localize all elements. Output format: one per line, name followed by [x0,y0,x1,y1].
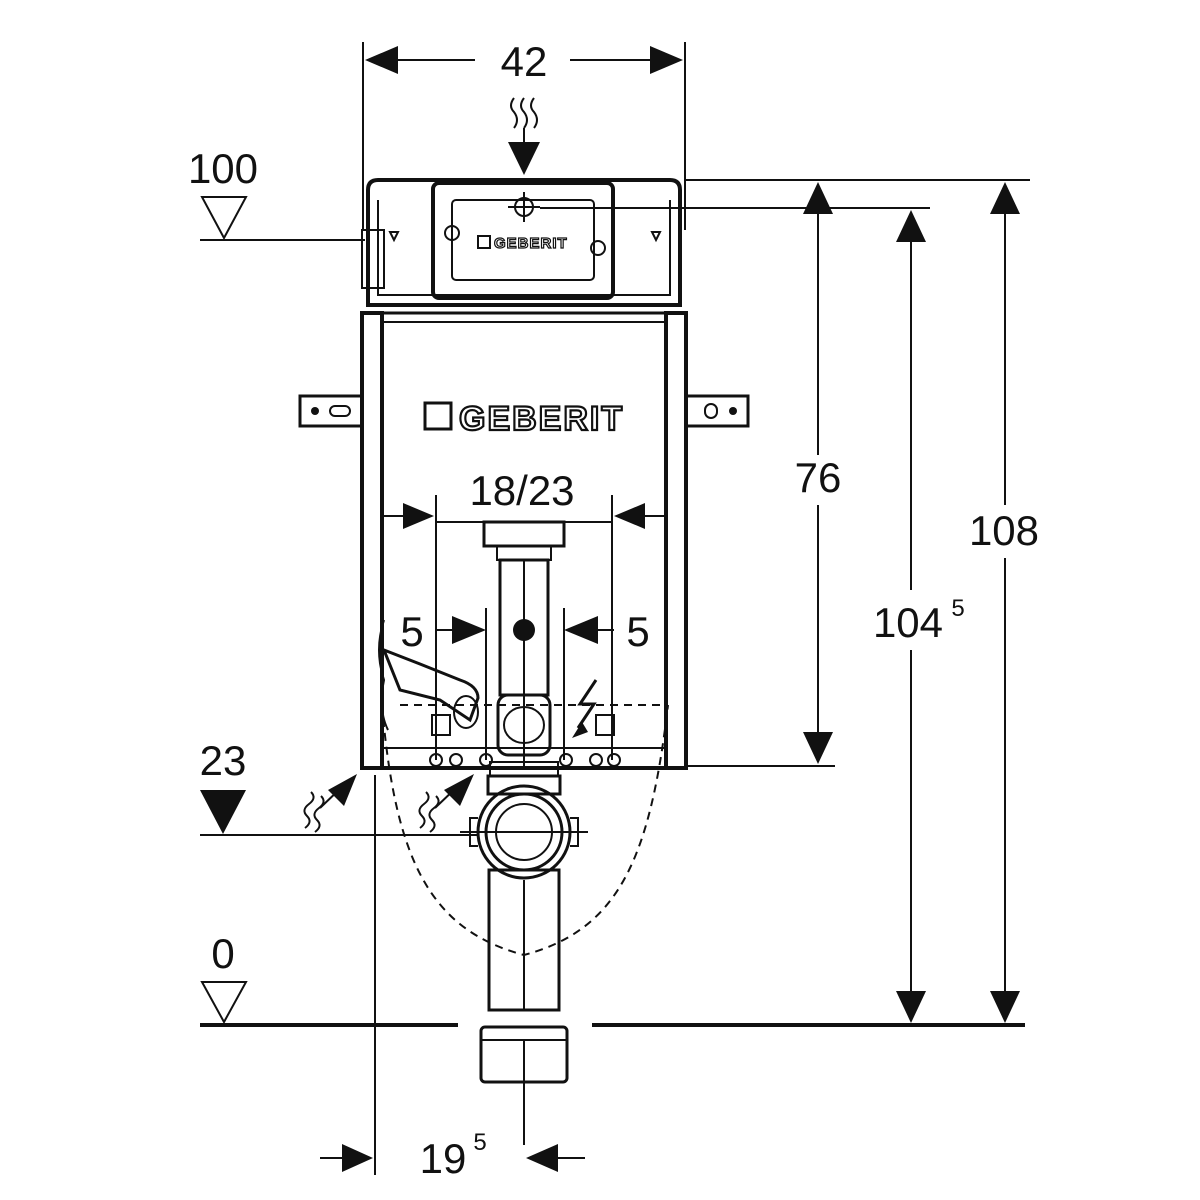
logo-square-small-icon [477,235,491,249]
mounting-plate [378,619,662,767]
dimension-108: 108 [969,182,1039,1023]
frame-logo: GEBERIT [459,400,624,438]
dimension-label-108: 108 [969,507,1039,554]
inflow-arrow-icon [444,774,474,806]
drain-pipe [460,761,588,1145]
flush-pipe [482,520,566,768]
arrow-down-icon [990,991,1020,1023]
cistern: GEBERIT [361,178,930,307]
dimension-label-76: 76 [795,454,842,501]
level-label-0: 0 [211,930,234,977]
arrow-left-icon [365,46,398,74]
arrow-down-icon [803,732,833,764]
dimension-76: 76 [795,182,842,764]
inflow-arrow-icon [328,774,357,806]
dimension-label-104-superscript: 5 [951,595,964,622]
cistern-logo: GEBERIT [494,235,568,252]
arrow-left-icon [564,616,598,644]
logo-square-large-icon [423,401,453,431]
dimension-label-5-left: 5 [400,608,423,655]
arrow-up-icon [803,182,833,214]
dimension-label-19-superscript: 5 [473,1129,486,1156]
electric-icon [576,679,598,729]
dimension-104-5: 104 5 [873,210,965,1023]
arrow-up-icon [896,210,926,242]
level-0-marker: 0 [200,930,1025,1027]
dimension-5-right: 5 [563,608,650,760]
dimension-label-42: 42 [501,38,548,85]
installation-frame: GEBERIT [298,179,1030,770]
arrow-right-icon [650,46,683,74]
flow-in-icon [508,97,540,175]
arrow-right-icon [342,1144,373,1172]
water-valve [381,647,480,723]
dimension-label-19: 19 [420,1135,467,1182]
level-100-marker: 100 [188,145,365,241]
arrow-right-icon [452,616,486,644]
wall-bracket-right [684,394,750,428]
dimension-19-5: 19 5 [320,1129,585,1182]
dimension-label-104: 104 [873,599,943,646]
level-label-100: 100 [188,145,258,192]
dimension-5-left: 5 [400,608,487,760]
arrow-left-icon [526,1144,558,1172]
dimension-label-5-right: 5 [626,608,649,655]
wall-bracket-left [298,394,364,428]
arrow-left-icon [614,503,645,529]
level-label-23: 23 [200,737,247,784]
arrow-right-icon [403,503,434,529]
level-23-marker: 23 [200,737,478,1175]
dimension-label-18-23: 18/23 [469,467,574,514]
arrow-up-icon [990,182,1020,214]
arrow-down-icon [896,991,926,1023]
dimension-42: 42 [362,38,686,230]
